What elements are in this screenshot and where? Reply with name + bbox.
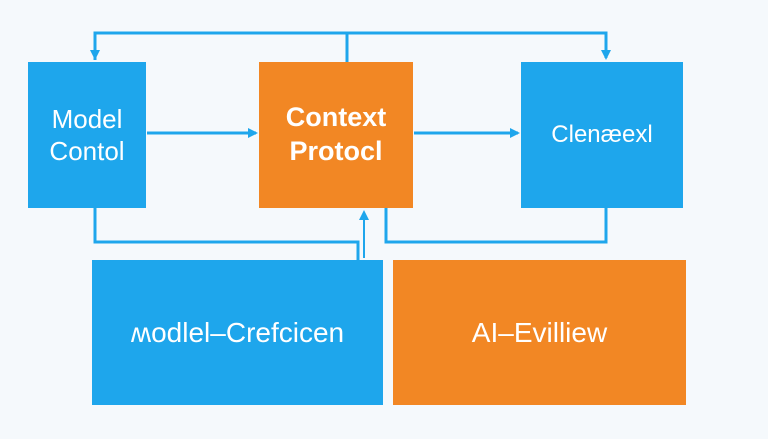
node-context-protocol-label: Context Protocl <box>286 101 387 169</box>
node-ai-view-label: AI–Evilliew <box>471 317 608 348</box>
node-model-control-line1: Model <box>51 103 123 134</box>
node-model-creation: ʍodlel–Crefcicen <box>92 260 383 405</box>
node-context-protocol: Context Protocl <box>259 62 413 208</box>
node-model-control-line2: Contol <box>49 136 125 166</box>
node-model-creation-label: ʍodlel–Crefcicen <box>130 317 345 348</box>
node-context-protocol-line2: Protocl <box>289 136 383 166</box>
node-ai-view: AI–Evilliew <box>393 260 686 405</box>
top-loop-connector <box>93 31 608 62</box>
node-client: Clenæexl <box>521 62 683 208</box>
lower-loop-connector <box>93 208 608 260</box>
node-client-label: Clenæexl <box>551 121 653 148</box>
node-context-protocol-line1: Context <box>285 102 387 133</box>
node-model-control: Model Contol <box>28 62 146 208</box>
node-model-control-label: Model Contol <box>49 103 124 168</box>
